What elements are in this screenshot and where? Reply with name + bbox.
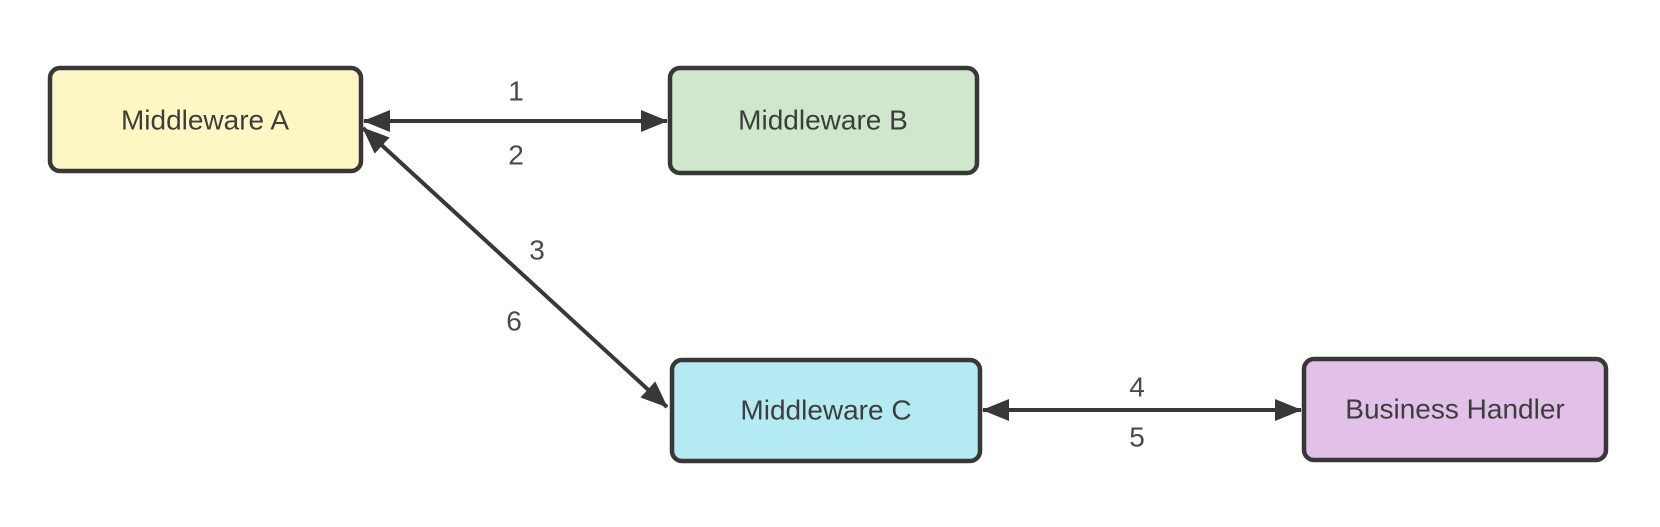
edge-label-1: 1 [508,76,524,107]
node-middleware-b-label: Middleware B [738,105,908,136]
edge-label-2: 2 [508,140,524,171]
node-middleware-a: Middleware A [47,65,364,174]
edge-label-5: 5 [1129,422,1145,453]
node-middleware-a-box [47,65,364,174]
node-middleware-a-label: Middleware A [121,105,289,136]
node-middleware-b: Middleware B [667,65,980,176]
node-business-handler-label: Business Handler [1345,394,1564,425]
node-business-handler: Business Handler [1301,356,1609,463]
node-middleware-c: Middleware C [669,357,983,464]
edge-a-c [361,126,669,409]
edge-label-6: 6 [506,306,522,337]
node-middleware-c-label: Middleware C [740,395,911,426]
node-middleware-b-box [667,65,980,176]
edge-label-4: 4 [1129,372,1145,403]
edge-label-3: 3 [529,235,545,266]
node-business-handler-box [1301,356,1609,463]
node-middleware-c-box [669,357,983,464]
